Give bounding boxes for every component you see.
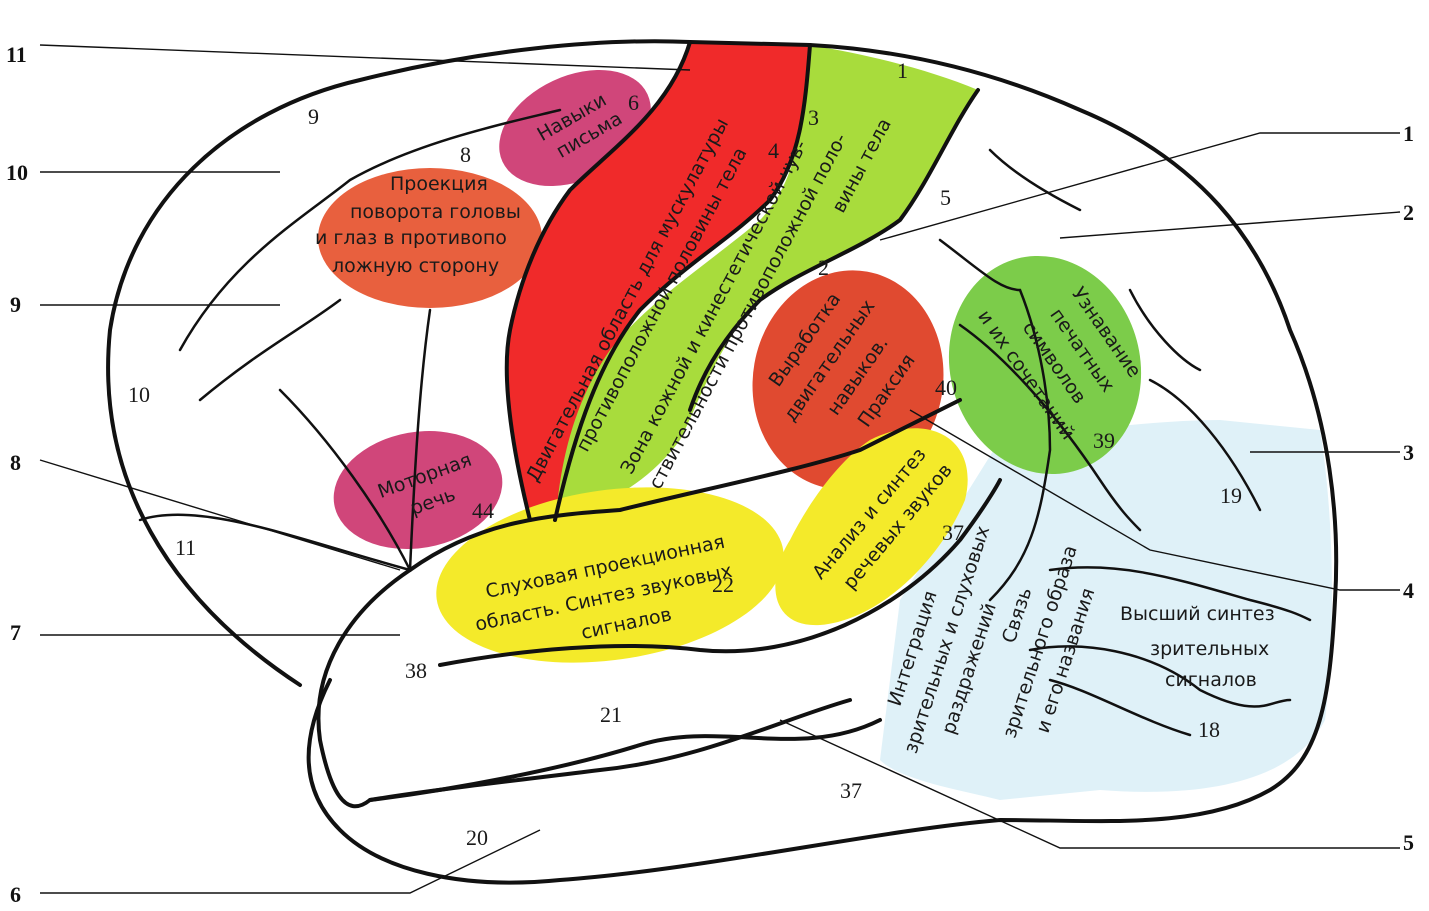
left-callout-11: 11	[6, 42, 27, 67]
central-sulcus	[553, 43, 812, 522]
field-number-37b: 37	[840, 778, 862, 803]
frontal-sulcus-1	[178, 108, 562, 352]
left-callout-7: 7	[10, 620, 21, 645]
frontal-sulcus-4	[278, 388, 412, 572]
sensory-number-1: 1	[897, 58, 908, 83]
field-number-11: 11	[175, 535, 196, 560]
field-number-20: 20	[466, 825, 488, 850]
head-eye-line-4: ложную сторону	[332, 255, 499, 277]
visual-area-fill	[880, 420, 1332, 800]
field-number-9: 9	[308, 104, 319, 129]
superior-temporal-sulcus	[438, 478, 1002, 667]
symbols-number: 39	[1093, 428, 1115, 453]
visual-synthesis-line-1: Высший синтез	[1120, 603, 1275, 625]
occipital-sulcus-4	[1048, 566, 1312, 622]
motor-speech-number: 44	[472, 498, 494, 523]
head-eye-line-1: Проекция	[390, 173, 488, 195]
sensory-number-3: 3	[808, 105, 819, 130]
auditory-number: 22	[712, 572, 734, 597]
field-number-18: 18	[1198, 717, 1220, 742]
left-callout-10: 10	[6, 160, 28, 185]
auditory-zone	[436, 487, 784, 663]
frontal-sulcus-2	[198, 298, 342, 402]
motor-speech-zone	[333, 431, 503, 549]
left-callout-8: 8	[10, 450, 21, 475]
frontal-sulcus-3	[408, 308, 432, 572]
sensory-strip	[556, 45, 978, 520]
visual-synthesis-label: Высший синтез зрительных сигналов	[1120, 603, 1275, 691]
right-callout-4: 4	[1403, 578, 1414, 603]
occipital-sulcus-2	[1128, 288, 1202, 372]
field-number-5: 5	[940, 185, 951, 210]
head-eye-line-3: и глаз в противопо	[315, 227, 507, 249]
writing-number: 6	[628, 90, 639, 115]
occipital-sulcus-1	[988, 148, 1082, 212]
speech-sounds-zone	[775, 428, 968, 626]
brain-outline	[106, 39, 1339, 885]
head-eye-label: Проекция поворота головы и глаз в против…	[315, 173, 521, 277]
parietal-sulcus-1	[938, 238, 1052, 602]
field-number-8: 8	[460, 142, 471, 167]
praxis-number: 40	[935, 375, 957, 400]
sylvian-fissure	[408, 398, 962, 572]
head-eye-zone	[318, 168, 542, 308]
field-number-21: 21	[600, 702, 622, 727]
right-callout-1: 1	[1403, 121, 1414, 146]
right-callout-2: 2	[1403, 200, 1414, 225]
left-callout-9: 9	[10, 292, 21, 317]
leader-lines	[39, 44, 1401, 894]
occipital-sulcus-6	[1048, 678, 1192, 737]
motor-number: 4	[768, 138, 779, 163]
parietal-sulcus-2	[958, 323, 1142, 532]
field-number-37a: 37	[942, 520, 964, 545]
inferior-temporal-sulcus	[368, 718, 882, 802]
field-number-19: 19	[1220, 483, 1242, 508]
precentral-sulcus	[504, 40, 692, 522]
left-callout-6: 6	[10, 882, 21, 907]
occipital-sulcus-5	[1028, 645, 1292, 708]
field-number-10: 10	[128, 382, 150, 407]
occipital-sulcus-3	[1148, 378, 1262, 512]
head-eye-line-2: поворота головы	[350, 201, 521, 223]
visual-synthesis-line-3: сигналов	[1165, 669, 1257, 691]
printed-symbols-zone	[948, 255, 1142, 475]
postcentral-sulcus	[688, 88, 980, 412]
field-number-38: 38	[405, 658, 427, 683]
right-callout-3: 3	[1403, 440, 1414, 465]
visual-synthesis-line-2: зрительных	[1150, 638, 1269, 660]
right-callout-5: 5	[1403, 830, 1414, 855]
sensory-number-2: 2	[818, 255, 829, 280]
